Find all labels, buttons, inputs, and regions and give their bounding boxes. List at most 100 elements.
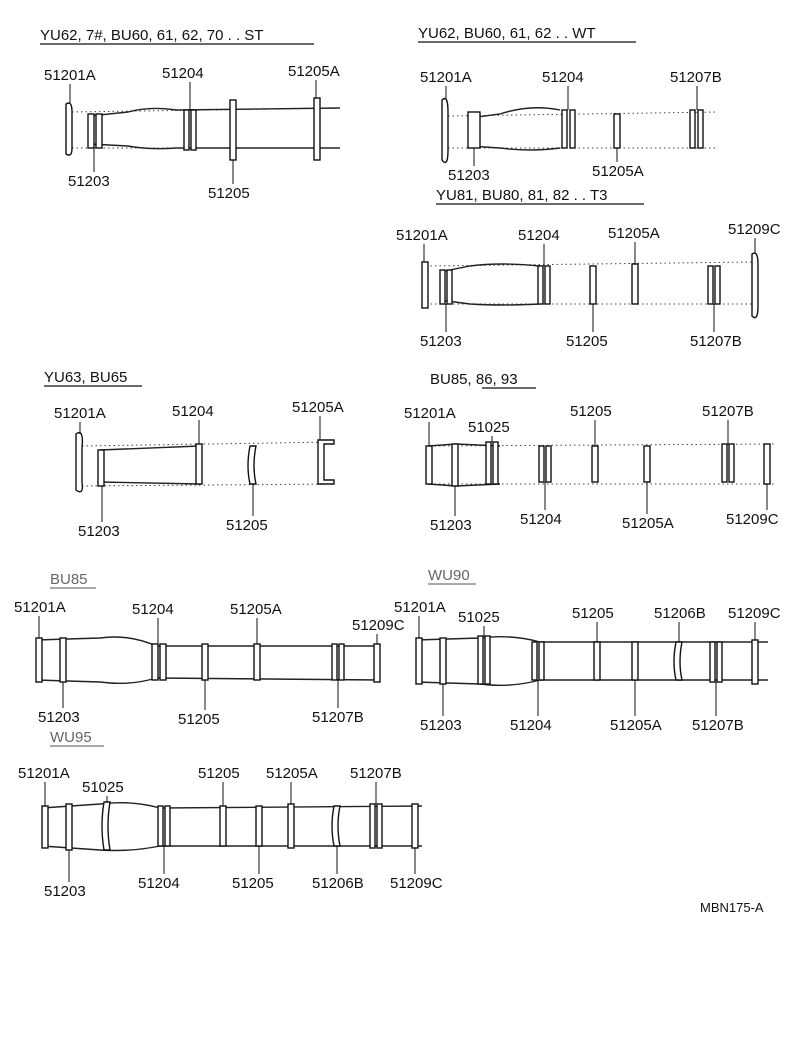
part-51203-a <box>439 269 446 305</box>
section-title: YU62, BU60, 61, 62 . . WT <box>418 25 596 42</box>
part-51207b-b <box>716 641 723 683</box>
part-51204-b <box>544 265 551 305</box>
part-51201a <box>421 261 429 309</box>
part-51206b <box>673 641 683 681</box>
label-51207b: 51207B <box>690 333 742 350</box>
label-51203: 51203 <box>78 523 120 540</box>
part-51209c <box>373 643 381 683</box>
part-51207b-b <box>376 803 383 849</box>
part-51203 <box>439 637 447 685</box>
part-51209c <box>751 639 759 685</box>
label-51205: 51205 <box>208 185 250 202</box>
part-51209c <box>411 803 419 849</box>
part-51201a <box>65 102 73 156</box>
label-51205: 51205 <box>572 605 614 622</box>
label-51209c: 51209C <box>390 875 443 892</box>
part-51204-b <box>545 445 552 483</box>
section-title: YU62, 7#, BU60, 61, 62, 70 . . ST <box>40 27 263 44</box>
label-51209c: 51209C <box>728 221 781 238</box>
shaft-drawing <box>65 97 341 161</box>
part-51201a <box>415 637 423 685</box>
label-51205: 51205 <box>198 765 240 782</box>
part-51204-a <box>531 641 538 681</box>
label-51025: 51025 <box>82 779 124 796</box>
part-51201a <box>425 445 433 485</box>
part-51205 <box>229 99 237 161</box>
part-51204-a <box>151 643 159 681</box>
part-51205a <box>313 97 321 161</box>
label-51204: 51204 <box>132 601 174 618</box>
label-51201a: 51201A <box>404 405 456 422</box>
section-bu85-86-93: BU85, 86, 93 51201A 51025 51205 51207B 5… <box>404 371 779 534</box>
label-51201a: 51201A <box>396 227 448 244</box>
label-51203: 51203 <box>430 517 472 534</box>
part-51207b-a <box>721 443 728 483</box>
label-51205: 51205 <box>566 333 608 350</box>
label-51201a: 51201A <box>420 69 472 86</box>
part-51207b-a <box>709 641 716 683</box>
label-51204: 51204 <box>138 875 180 892</box>
part-51205a <box>317 439 335 485</box>
label-51203: 51203 <box>448 167 490 184</box>
shaft-drawing <box>425 441 775 487</box>
part-51205a <box>613 113 621 149</box>
section-title: WU95 <box>50 729 92 746</box>
label-51203: 51203 <box>420 333 462 350</box>
section-yu62-st: YU62, 7#, BU60, 61, 62, 70 . . ST 51201A… <box>40 27 341 202</box>
shaft-drawing <box>415 635 768 687</box>
label-51205: 51205 <box>570 403 612 420</box>
label-51205a: 51205A <box>592 163 644 180</box>
part-51206b <box>331 805 341 847</box>
label-51201a: 51201A <box>394 599 446 616</box>
label-51201a: 51201A <box>54 405 106 422</box>
part-51204-b <box>190 109 197 151</box>
section-bu85: BU85 51201A 51204 51205A 51209C 51203 51… <box>14 571 405 728</box>
part-51201a <box>441 97 449 164</box>
section-title: BU85 <box>50 571 88 588</box>
part-51205a <box>631 263 639 305</box>
label-51205a: 51205A <box>608 225 660 242</box>
part-51204 <box>195 443 203 485</box>
label-51206b: 51206B <box>312 875 364 892</box>
label-51205a: 51205A <box>622 515 674 532</box>
label-51205: 51205 <box>226 517 268 534</box>
part-51203-b <box>95 113 103 149</box>
part-51025-a <box>485 441 492 485</box>
part-51203 <box>59 637 67 683</box>
part-51203-a <box>87 113 95 149</box>
part-51204-a <box>561 109 568 149</box>
part-51201a <box>41 805 49 849</box>
label-51025: 51025 <box>468 419 510 436</box>
label-51209c: 51209C <box>728 605 781 622</box>
label-51205a: 51205A <box>610 717 662 734</box>
section-title: BU85, 86, 93 <box>430 371 518 388</box>
section-yu81-t3: YU81, BU80, 81, 82 . . T3 51201A 51204 5… <box>396 187 781 350</box>
part-51203 <box>65 803 73 851</box>
label-51201a: 51201A <box>14 599 66 616</box>
part-51209c <box>751 252 759 319</box>
shaft-drawing <box>41 801 423 852</box>
part-51203 <box>467 111 481 149</box>
part-51204-a <box>183 109 190 151</box>
part-51205a <box>643 445 651 483</box>
shaft-drawing <box>421 252 759 319</box>
label-51207b: 51207B <box>670 69 722 86</box>
label-51207b: 51207B <box>702 403 754 420</box>
label-51204: 51204 <box>162 65 204 82</box>
part-51204-b <box>159 643 167 681</box>
label-51207b: 51207B <box>312 709 364 726</box>
part-51209c <box>763 443 771 485</box>
section-title: WU90 <box>428 567 470 584</box>
part-51204-b <box>164 805 171 847</box>
label-51209c: 51209C <box>726 511 779 528</box>
part-51205 <box>589 265 597 305</box>
shaft-drawing <box>35 636 381 685</box>
label-51204: 51204 <box>518 227 560 244</box>
part-51207b-a <box>707 265 714 305</box>
part-51207b-b <box>697 109 704 149</box>
section-wu95: WU95 51201A 51025 51205 51205A 51207B <box>18 729 443 900</box>
part-51207b-b <box>714 265 721 305</box>
label-51201a: 51201A <box>18 765 70 782</box>
shaft-drawing <box>75 431 335 493</box>
label-51209c: 51209C <box>352 617 405 634</box>
